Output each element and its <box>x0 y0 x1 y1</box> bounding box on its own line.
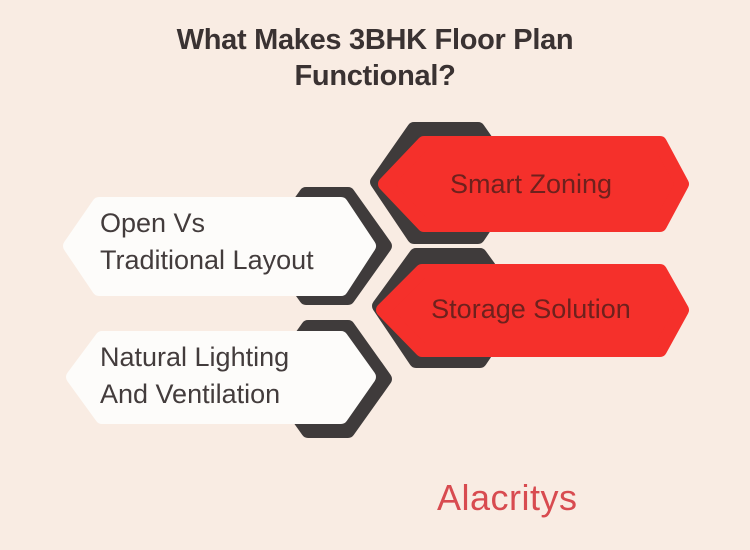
open-vs-traditional-banner-shape <box>63 197 376 296</box>
natural-lighting-banner-shape <box>66 331 376 424</box>
natural-lighting-label-line-1: Natural Lighting <box>100 342 290 372</box>
open-vs-traditional-label: Open Vs Traditional Layout <box>100 205 380 279</box>
page-title-line-2: Functional? <box>294 60 456 92</box>
brand-logo-text: Alacritys <box>437 477 578 518</box>
page-title-line-1: What Makes 3BHK Floor Plan <box>176 24 574 56</box>
smart-zoning-banner-shape <box>378 136 689 232</box>
page-title: What Makes 3BHK Floor Plan Functional? <box>0 22 750 94</box>
open-vs-traditional-label-line-1: Open Vs <box>100 208 206 238</box>
natural-lighting-label-line-2: And Ventilation <box>100 379 281 409</box>
open-vs-traditional-label-line-2: Traditional Layout <box>100 245 314 275</box>
smart-zoning-label: Smart Zoning <box>449 168 613 199</box>
storage-solution-label: Storage Solution <box>431 293 631 324</box>
natural-lighting-label: Natural Lighting And Ventilation <box>100 339 380 413</box>
storage-solution-banner-shape <box>376 264 689 357</box>
